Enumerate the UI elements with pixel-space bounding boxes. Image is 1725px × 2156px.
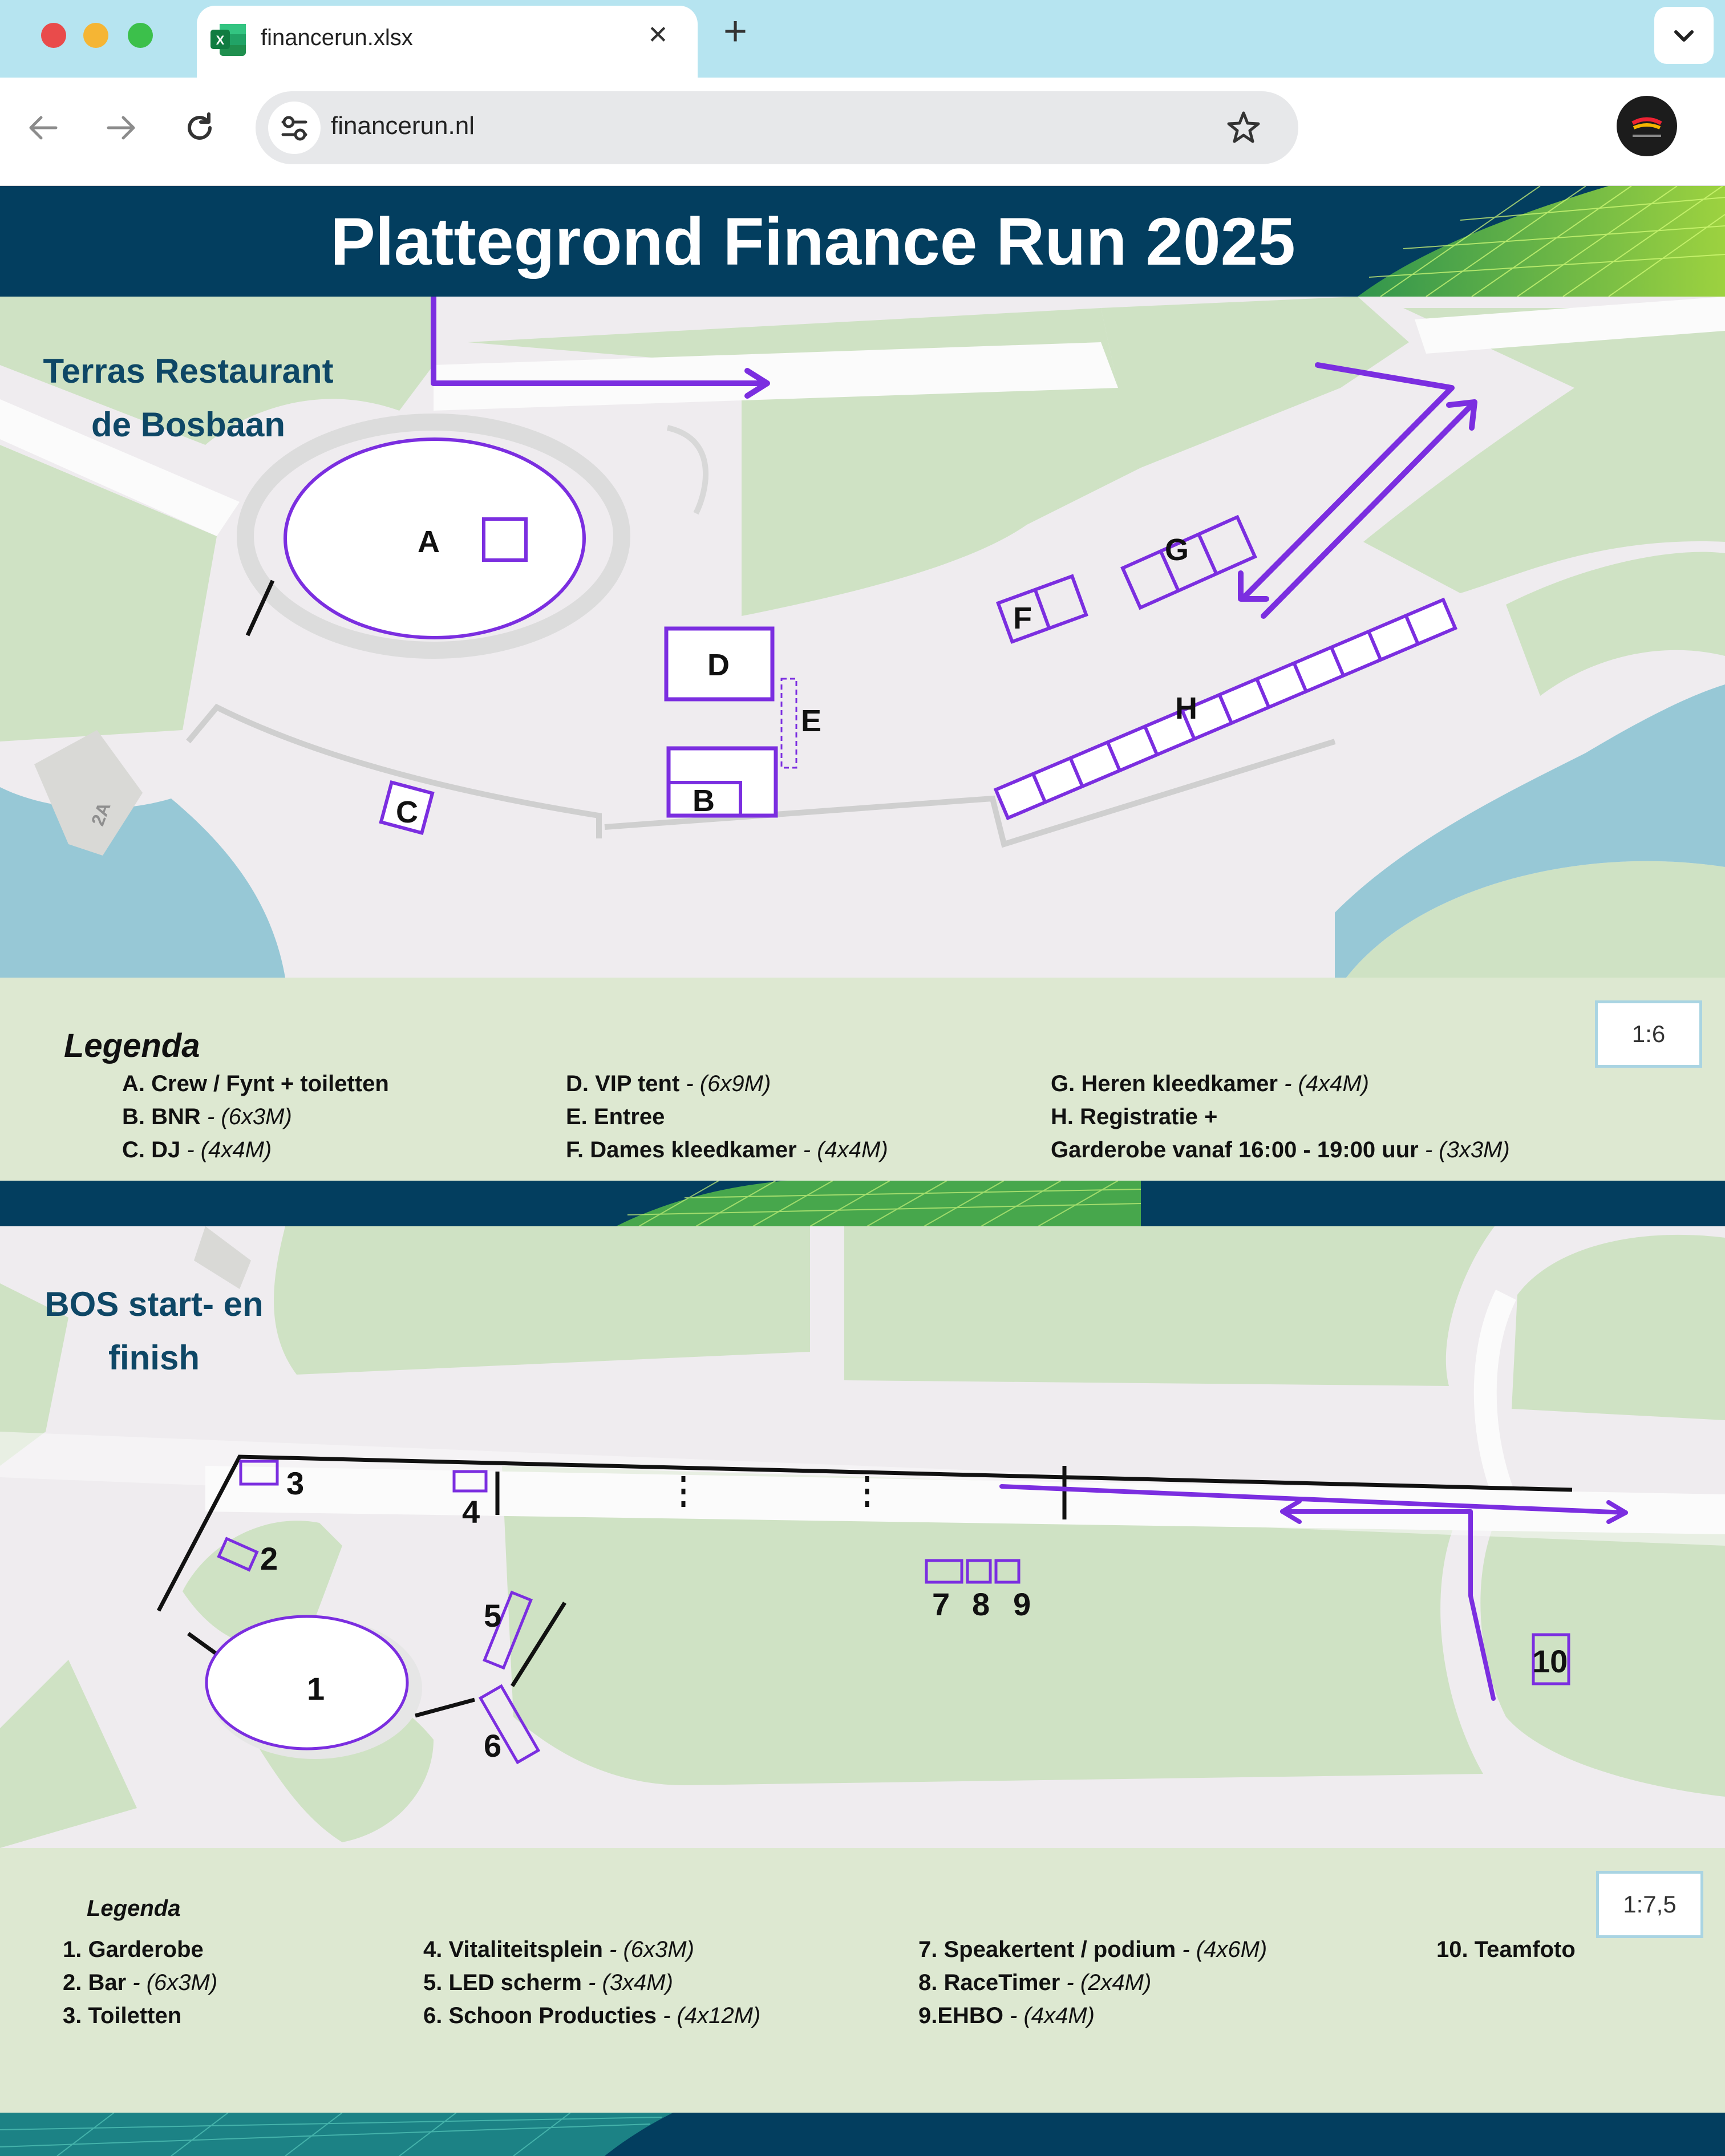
- legend-item-f: F. Dames kleedkamer - (4x4M): [566, 1137, 888, 1162]
- label-e: E: [801, 704, 821, 738]
- legend-terras: Legenda A. Crew / Fynt + toiletten B. BN…: [0, 978, 1725, 1181]
- map-terras-title-line2: de Bosbaan: [91, 406, 286, 444]
- legend-item-g: G. Heren kleedkamer - (4x4M): [1051, 1071, 1369, 1096]
- map-terras: 2A: [0, 297, 1725, 978]
- back-arrow-icon[interactable]: [24, 108, 63, 147]
- legend-item-3: 3. Toiletten: [63, 2003, 182, 2028]
- legend-item-8: 8. RaceTimer - (2x4M): [918, 1970, 1152, 1995]
- legend-item-a: A. Crew / Fynt + toiletten: [122, 1071, 389, 1096]
- page-title: Plattegrond Finance Run 2025: [330, 204, 1295, 279]
- close-tab-icon[interactable]: ✕: [647, 21, 669, 50]
- tab-list-button[interactable]: [1654, 7, 1714, 64]
- label-4: 4: [462, 1494, 480, 1530]
- header-mesh-graphic: [1358, 186, 1725, 297]
- legend-item-h-garderobe: Garderobe vanaf 16:00 - 19:00 uur - (3x3…: [1051, 1137, 1510, 1162]
- label-g: G: [1165, 533, 1189, 567]
- map-terras-drawing: 2A: [0, 297, 1725, 978]
- new-tab-button[interactable]: +: [723, 9, 748, 54]
- label-8: 8: [972, 1586, 990, 1622]
- legend-item-h: H. Registratie +: [1051, 1104, 1218, 1129]
- legend-item-b: B. BNR - (6x3M): [122, 1104, 292, 1129]
- label-9: 9: [1013, 1586, 1031, 1622]
- maximize-window-button[interactable]: [128, 23, 153, 48]
- forward-arrow-icon[interactable]: [102, 108, 140, 147]
- label-a: A: [418, 525, 440, 559]
- map-start-finish-title-line2: finish: [108, 1339, 200, 1377]
- footer-mesh-graphic: [0, 2113, 673, 2156]
- scale-box-terras: 1:6: [1595, 1000, 1702, 1068]
- bookmark-star-icon[interactable]: [1224, 108, 1263, 147]
- legend-item-4: 4. Vitaliteitsplein - (6x3M): [423, 1937, 694, 1962]
- footer-band: [0, 2113, 1725, 2156]
- legend-start-finish-heading: Legenda: [87, 1896, 181, 1921]
- map-start-finish-title: BOS start- en finish: [23, 1278, 285, 1385]
- label-6: 6: [484, 1728, 501, 1764]
- legend-item-10: 10. Teamfoto: [1436, 1937, 1576, 1962]
- map-start-finish-drawing: 1 2 3 4 5 6 7 8 9 10: [0, 1226, 1725, 1848]
- map-start-finish-title-line1: BOS start- en: [44, 1285, 264, 1323]
- label-2: 2: [260, 1541, 278, 1577]
- legend-item-e: E. Entree: [566, 1104, 665, 1129]
- label-d: D: [707, 648, 730, 682]
- scale-box-start-finish: 1:7,5: [1596, 1871, 1703, 1938]
- label-7: 7: [932, 1586, 950, 1622]
- label-1: 1: [307, 1671, 325, 1707]
- label-10: 10: [1532, 1643, 1568, 1679]
- legend-item-2: 2. Bar - (6x3M): [63, 1970, 218, 1995]
- close-window-button[interactable]: [41, 23, 66, 48]
- legend-item-7: 7. Speakertent / podium - (4x6M): [918, 1937, 1268, 1962]
- legend-start-finish: Legenda 1. Garderobe 2. Bar - (6x3M) 3. …: [0, 1848, 1725, 2113]
- tab-title: financerun.xlsx: [261, 25, 413, 50]
- address-bar[interactable]: financerun.nl: [256, 91, 1298, 164]
- page-header: Plattegrond Finance Run 2025: [0, 186, 1725, 297]
- map-terras-title-line1: Terras Restaurant: [43, 352, 334, 390]
- legend-terras-heading: Legenda: [64, 1027, 200, 1064]
- svg-text:X: X: [216, 33, 225, 47]
- label-3: 3: [286, 1465, 304, 1501]
- legend-item-1: 1. Garderobe: [63, 1937, 204, 1962]
- map-terras-title: Terras Restaurant de Bosbaan: [23, 345, 354, 452]
- site-settings-button[interactable]: [268, 102, 321, 154]
- label-5: 5: [484, 1598, 501, 1634]
- legend-item-6: 6. Schoon Producties - (4x12M): [423, 2003, 761, 2028]
- divider-band: [0, 1181, 1725, 1226]
- legend-item-5: 5. LED scherm - (3x4M): [423, 1970, 673, 1995]
- minimize-window-button[interactable]: [83, 23, 108, 48]
- legend-item-c: C. DJ - (4x4M): [122, 1137, 272, 1162]
- url-text[interactable]: financerun.nl: [331, 112, 475, 140]
- browser-tab[interactable]: X financerun.xlsx ✕: [197, 6, 698, 78]
- excel-file-icon: X: [210, 24, 246, 56]
- chevron-down-icon: [1674, 30, 1694, 42]
- divider-mesh-graphic: [616, 1181, 1141, 1226]
- map-start-finish: 1 2 3 4 5 6 7 8 9 10 BOS start- en finis…: [0, 1226, 1725, 1848]
- label-f: F: [1013, 601, 1032, 635]
- legend-item-9: 9.EHBO - (4x4M): [918, 2003, 1095, 2028]
- profile-avatar[interactable]: [1615, 95, 1678, 157]
- legend-item-d: D. VIP tent - (6x9M): [566, 1071, 771, 1096]
- tune-icon: [281, 116, 307, 141]
- reload-icon[interactable]: [180, 108, 219, 147]
- label-c: C: [396, 795, 418, 829]
- label-b: B: [693, 784, 715, 818]
- label-h: H: [1175, 691, 1197, 726]
